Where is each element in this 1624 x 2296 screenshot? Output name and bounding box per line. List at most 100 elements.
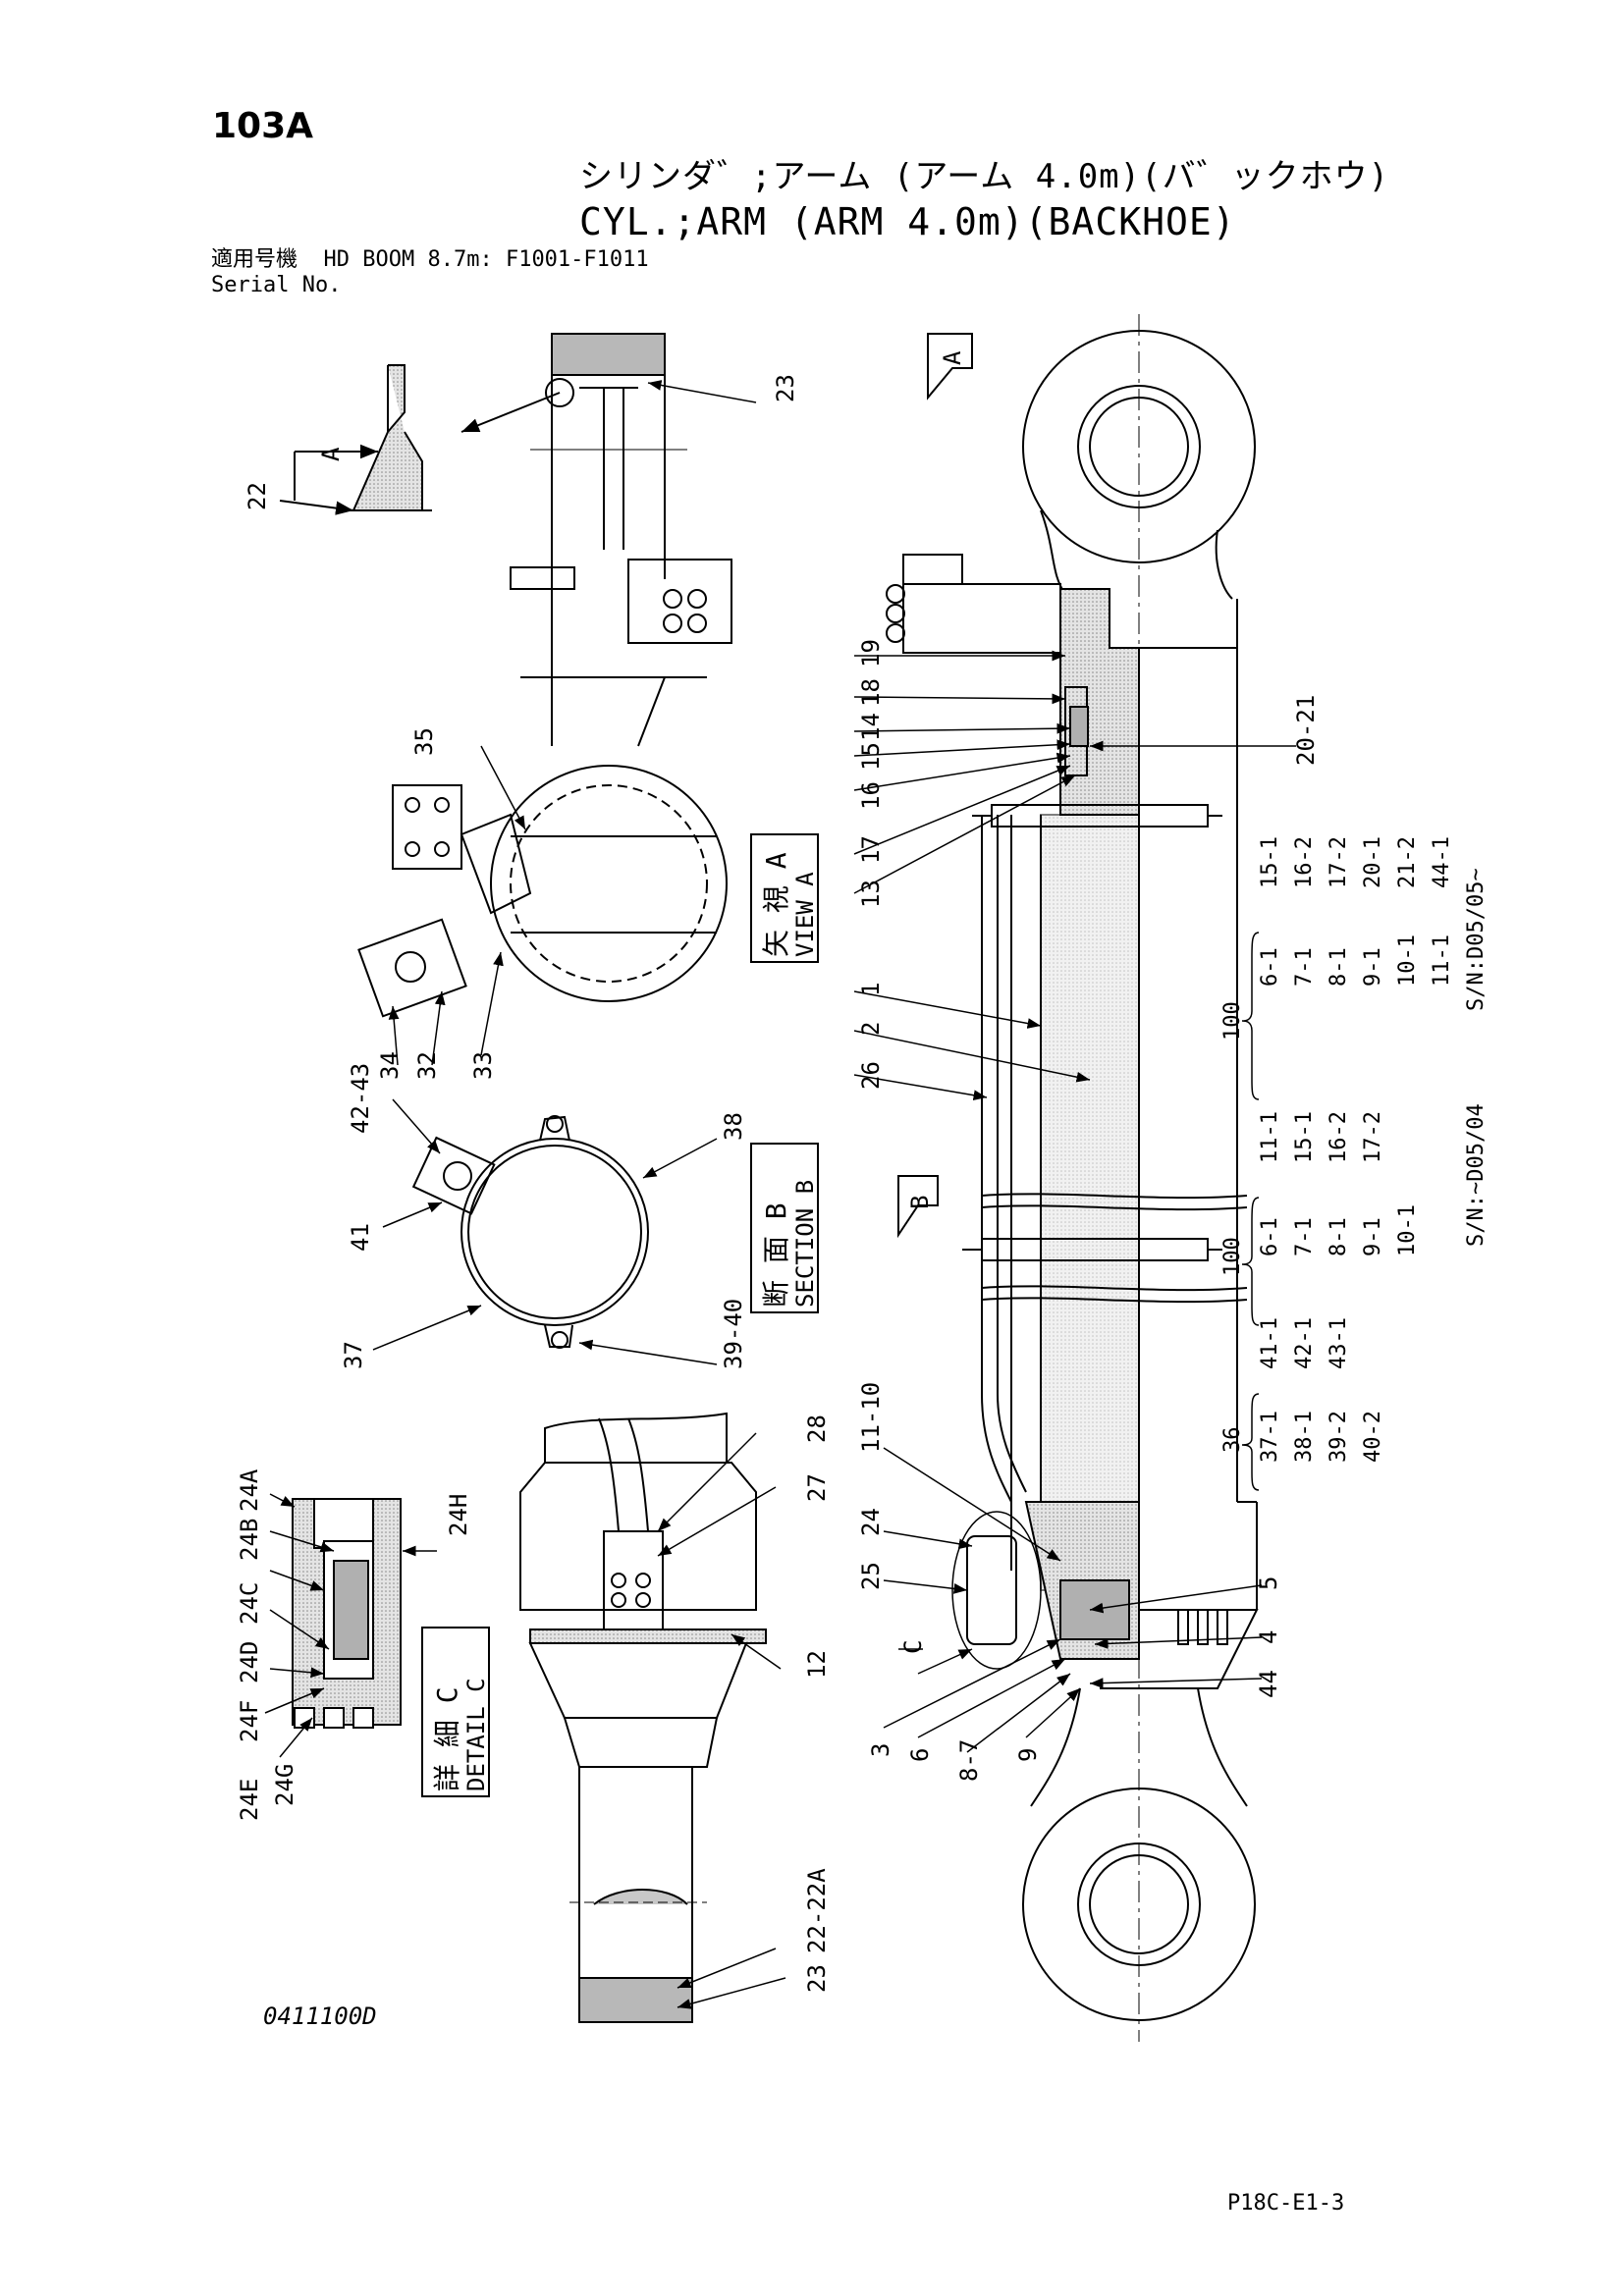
kit-band-c2-0: 41-1 (1258, 1317, 1282, 1369)
callout-18: 18 (857, 678, 885, 707)
kit-band-c1-0: 37-1 (1258, 1411, 1282, 1463)
callout-8-7: 8-7 (955, 1739, 983, 1782)
callout-17: 17 (857, 835, 885, 864)
kit-new-c1-3: 9-1 (1361, 947, 1385, 987)
callout-39-40: 39-40 (720, 1299, 747, 1369)
view-a (357, 765, 728, 1018)
callout-38: 38 (720, 1112, 747, 1141)
kit-new-no: 100 (1220, 1001, 1245, 1041)
kit-old-c1-1: 7-1 (1292, 1217, 1317, 1256)
callout-12: 12 (803, 1650, 831, 1679)
callout-28: 28 (803, 1415, 831, 1443)
callout-24b: 24B (236, 1519, 263, 1561)
serial-label-en: Serial No. (211, 273, 342, 297)
marker-b: B (906, 1196, 934, 1209)
marker-a: A (939, 350, 966, 365)
callout-20-21: 20-21 (1292, 695, 1320, 766)
callout-5: 5 (1255, 1576, 1282, 1590)
callout-1: 1 (857, 983, 885, 996)
kit-band-no: 36 (1220, 1427, 1245, 1454)
top-detail-view (460, 333, 732, 747)
callout-13: 13 (857, 880, 885, 908)
view-a-jp: 矢 視 A (760, 852, 792, 957)
detail-c-label (421, 1627, 490, 1797)
callout-34: 34 (376, 1051, 404, 1080)
callout-6: 6 (906, 1748, 934, 1762)
callout-33: 33 (469, 1051, 497, 1080)
detail-c-en: DETAIL C (462, 1678, 490, 1791)
callout-37: 37 (340, 1341, 367, 1369)
callout-24g: 24G (271, 1764, 298, 1806)
callout-14: 14 (857, 713, 885, 741)
kit-new-c2-3: 20-1 (1361, 836, 1385, 888)
marker-c: C (899, 1640, 927, 1654)
section-b-en: SECTION B (791, 1180, 819, 1308)
kit-new-c1-0: 6-1 (1258, 947, 1282, 987)
callout-22-top: 22 (244, 482, 271, 510)
kit-band-c1-3: 40-2 (1361, 1411, 1385, 1463)
callout-23-bottom: 23 (803, 1964, 831, 1993)
serial-value: HD BOOM 8.7m: F1001-F1011 (323, 247, 649, 272)
callout-24c: 24C (236, 1582, 263, 1625)
kit-old-c2-3: 17-2 (1361, 1111, 1385, 1163)
kit-band-c2-2: 43-1 (1326, 1317, 1351, 1369)
kit-new-c1-1: 7-1 (1292, 947, 1317, 987)
kit-old-c1-2: 8-1 (1326, 1217, 1351, 1256)
callout-a-top: A (317, 447, 345, 461)
kit-new-c1-2: 8-1 (1326, 947, 1351, 987)
serial-block: 適用号機 HD BOOM 8.7m: F1001-F1011 Serial No… (211, 247, 649, 298)
kit-new-c1-4: 10-1 (1395, 934, 1420, 987)
view-a-label (750, 833, 819, 963)
leader-lines (264, 380, 1296, 2009)
serial-label-jp: 適用号機 (211, 247, 298, 272)
kit-old-c2-0: 11-1 (1258, 1111, 1282, 1163)
kit-new-c2-5: 44-1 (1430, 836, 1454, 888)
callout-15: 15 (857, 742, 885, 771)
callout-24h: 24H (445, 1494, 472, 1536)
detail-c (292, 1498, 402, 1729)
title-japanese: シリンダ゛;アーム (アーム 4.0m)(バ゛ックホウ) (579, 157, 1390, 196)
weld-profile-detail (279, 364, 432, 515)
callout-35: 35 (410, 727, 438, 756)
callout-32: 32 (413, 1051, 441, 1080)
callout-9: 9 (1014, 1748, 1042, 1762)
callout-4: 4 (1255, 1630, 1282, 1644)
kit-old-c1-0: 6-1 (1258, 1217, 1282, 1256)
callout-19: 19 (857, 639, 885, 667)
callout-24: 24 (857, 1508, 885, 1536)
title-english: CYL.;ARM (ARM 4.0m)(BACKHOE) (579, 200, 1236, 243)
callout-26: 26 (857, 1061, 885, 1090)
kit-old-c1-4: 10-1 (1395, 1204, 1420, 1256)
kit-brackets (1241, 932, 1260, 1491)
callout-24f: 24F (236, 1700, 263, 1742)
callout-24d: 24D (236, 1641, 263, 1683)
reference-code: P18C-E1-3 (1227, 2191, 1345, 2216)
kit-old-no: 100 (1220, 1237, 1245, 1276)
kit-band-c2-1: 42-1 (1292, 1317, 1317, 1369)
detail-c-jp: 詳 細 C (431, 1686, 463, 1791)
callout-23-top: 23 (772, 374, 799, 402)
kit-old-serial: S/N:~D05/04 (1464, 1103, 1489, 1247)
callout-11-10: 11-10 (857, 1382, 885, 1453)
callout-2: 2 (857, 1022, 885, 1036)
callout-25: 25 (857, 1562, 885, 1590)
drawing-number: 0411100D (263, 2002, 377, 2030)
callout-22-22a: 22-22A (803, 1868, 831, 1953)
kit-new-c2-0: 15-1 (1258, 836, 1282, 888)
rod-end-view (519, 1412, 767, 2023)
callout-16: 16 (857, 781, 885, 810)
kit-band-c1-2: 39-2 (1326, 1411, 1351, 1463)
kit-old-c2-1: 15-1 (1292, 1111, 1317, 1163)
callout-24a: 24A (236, 1468, 263, 1512)
main-cylinder (886, 314, 1259, 2042)
kit-band-c1-1: 38-1 (1292, 1411, 1317, 1463)
callout-24e: 24E (236, 1779, 263, 1821)
view-a-en: VIEW A (791, 872, 819, 957)
kit-new-c2-2: 17-2 (1326, 836, 1351, 888)
kit-new-serial: S/N:D05/05~ (1464, 868, 1489, 1011)
callout-42-43: 42-43 (347, 1063, 374, 1134)
kit-new-c1-5: 11-1 (1430, 934, 1454, 987)
callout-27: 27 (803, 1473, 831, 1502)
kit-new-c2-1: 16-2 (1292, 836, 1317, 888)
